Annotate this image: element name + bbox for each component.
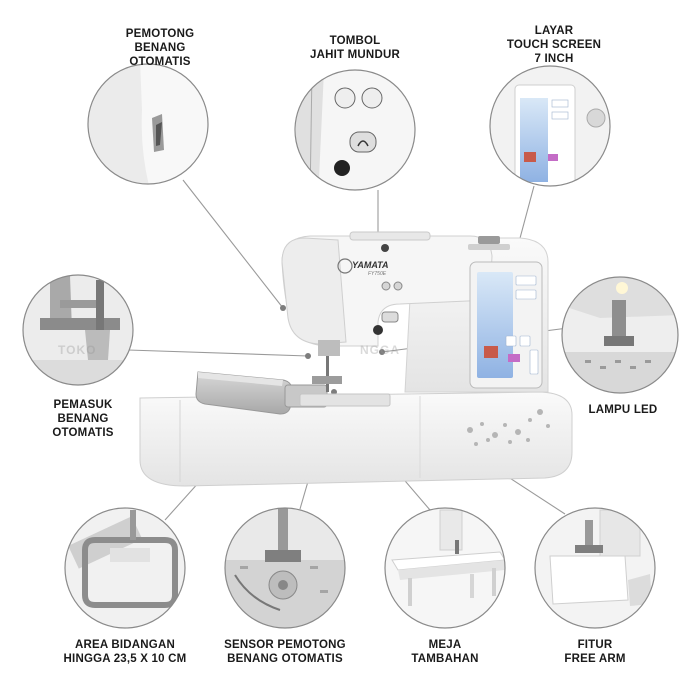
flower-decoration [467, 409, 550, 446]
label-thread-cutter: PEMOTONG BENANG OTOMATIS [125, 28, 195, 68]
label-free-arm: FITUR FREE ARM [564, 639, 626, 665]
leader-auto-threader [127, 349, 309, 357]
label-embroidery-area: AREA BIDANGAN HINGGA 23,5 X 10 CM [63, 639, 187, 665]
callout-free-arm-image [535, 508, 655, 628]
watermark-center: NGGA [360, 343, 400, 357]
label-thread-sensor: SENSOR PEMOTONG BENANG OTOMATIS [224, 639, 346, 665]
sewing-machine [139, 231, 573, 487]
label-reverse-button: TOMBOL JAHIT MUNDUR [310, 35, 400, 61]
callout-thread-sensor-image [225, 508, 345, 628]
callout-thread-cutter-image [88, 64, 208, 184]
label-auto-threader: PEMASUK BENANG OTOMATIS [52, 399, 114, 439]
label-extension-table: MEJA TAMBAHAN [411, 639, 479, 665]
callout-led-lamp-image [562, 277, 678, 393]
callout-embroidery-area-image [65, 508, 185, 628]
machine-model: FY750E [368, 271, 387, 277]
callout-circles [22, 63, 679, 629]
callout-auto-threader-image [23, 275, 133, 385]
leader-thread-cutter [182, 179, 284, 309]
watermark-left: TOKO [58, 343, 97, 357]
callout-extension-table-image [385, 508, 505, 628]
touch-screen [477, 272, 513, 378]
label-led-lamp: LAMPU LED [588, 404, 658, 416]
label-touch-screen: LAYAR TOUCH SCREEN 7 INCH [506, 25, 602, 65]
machine-brand: YAMATA [352, 260, 389, 270]
callout-touch-screen-image [490, 66, 610, 186]
